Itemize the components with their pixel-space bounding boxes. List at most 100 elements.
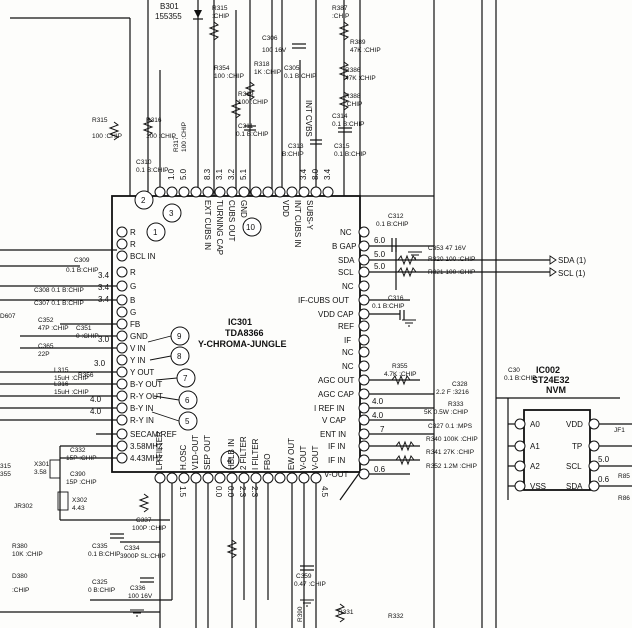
bottom-pin-labels: LP FILTER H.OSC V1D-OUT SEP OUT HBLB IN … <box>155 431 320 470</box>
pin-nc: NC <box>342 362 354 371</box>
component-label: R354 <box>214 65 230 72</box>
component-label: R386 <box>345 67 361 74</box>
pin-v-out: V-OUT <box>311 445 320 470</box>
component-label: R315 <box>92 117 108 124</box>
component-value: 0.1 B:CHIP <box>236 131 269 138</box>
pin-gnd-top: GND <box>239 200 248 218</box>
pin-ref: REF <box>338 322 354 331</box>
pin-agc-out: AGC OUT <box>318 376 355 385</box>
component-label: R321 100 :CHIP <box>428 269 475 276</box>
component-label: C359 <box>296 573 312 580</box>
voltage-label: 4.0 <box>372 397 384 406</box>
component-label: C30 <box>508 367 520 374</box>
pin-vss: VSS <box>530 482 546 491</box>
left-pins: R R BCL IN R G B G FB GND V IN Y IN Y OU… <box>116 226 177 464</box>
component-value: 2.2 F :3216 <box>436 389 469 396</box>
callout-8: 8 <box>177 352 182 361</box>
component-label: C306 <box>262 35 278 42</box>
component-value: 15P :CHIP <box>66 479 97 486</box>
voltage-label: 5.0 <box>598 455 610 464</box>
component-label: C327 0.1 :MPS <box>428 423 473 430</box>
component-label: R86 <box>618 495 630 502</box>
component-value: 100 16V <box>128 593 153 600</box>
component-value: 0.1 B:CHIP <box>284 73 317 80</box>
pin-2-filter: 2 FILTER <box>239 436 248 470</box>
pin-r: R <box>130 228 136 237</box>
component-label: C313 <box>288 143 304 150</box>
component-label: R332 <box>388 613 404 620</box>
component-label: L316 <box>54 381 69 388</box>
callout-10: 10 <box>246 223 255 232</box>
component-value: 3900P SL:CHIP <box>120 553 166 560</box>
component-value: :CHIP <box>212 13 229 20</box>
component-value: 100 :CHIP <box>92 133 122 140</box>
pin-b: B <box>130 296 135 305</box>
voltage-label: 8.0 <box>311 168 320 180</box>
voltage-label: 5.0 <box>374 250 386 259</box>
ic301-ref: IC301 <box>228 317 252 327</box>
pin-r-y-in: R-Y IN <box>130 416 154 425</box>
pin-a2: A2 <box>530 462 540 471</box>
voltage-label: 3.4 <box>98 283 110 292</box>
voltage-label: 4.0 <box>372 411 384 420</box>
component-label: C307 0.1 B:CHIP <box>34 300 84 307</box>
component-value: 1K :CHIP <box>254 69 281 76</box>
component-label: R85 <box>618 473 630 480</box>
component-label: C305 <box>284 65 300 72</box>
component-value: 100P :CHIP <box>132 525 166 532</box>
pin-vdd-cap: VDD CAP <box>318 310 354 319</box>
scl-signal: SCL (1) <box>558 269 586 278</box>
component-label: C328 <box>452 381 468 388</box>
component-label: C390 <box>70 471 86 478</box>
callouts: 1 2 3 4 5 6 7 8 9 10 <box>134 190 262 470</box>
voltage-label: 6.0 <box>374 236 386 245</box>
pin-turning-cap: TURNING CAP <box>215 200 224 255</box>
pin-r: R <box>130 240 136 249</box>
component-label: C353 47 16V <box>428 245 467 252</box>
component-label: R355 <box>392 363 408 370</box>
component-label: R318 <box>254 61 270 68</box>
b301-label: B301 <box>160 2 179 11</box>
component-label: D380 <box>12 573 28 580</box>
ic301-part: TDA8366 <box>225 328 264 338</box>
voltage-label: 5.1 <box>239 168 248 180</box>
pin-nc: NC <box>342 282 354 291</box>
component-label: R341 27K :CHIP <box>426 449 474 456</box>
callout-1: 1 <box>153 228 158 237</box>
component-value: 0.47 :CHIP <box>294 581 326 588</box>
component-value: 0.1 B:CHIP <box>136 167 169 174</box>
pin-ext-cubs-in: EXT CUBS IN <box>203 200 212 250</box>
component-label: L315 <box>54 367 69 374</box>
component-label: JR302 <box>14 503 33 510</box>
component-label: C335 <box>92 543 108 550</box>
ic002-left-pins: A0 A1 A2 VSS <box>514 418 546 492</box>
pin-ew-out: EW OUT <box>287 438 296 470</box>
callout-7: 7 <box>183 374 188 383</box>
component-label: R320 100 :CHIP <box>428 256 475 263</box>
component-label: C308 0.1 B:CHIP <box>34 287 84 294</box>
component-value: :CHIP <box>12 587 29 594</box>
pin-b-gap: B GAP <box>332 242 356 251</box>
component-label: C334 <box>124 545 140 552</box>
pin-scl: SCL <box>566 462 582 471</box>
pin-b-y-out: B-Y OUT <box>130 380 162 389</box>
callout-2: 2 <box>141 196 146 205</box>
component-value: 0.1 B:CHIP <box>376 221 409 228</box>
pin-if-in: IF IN <box>328 442 346 451</box>
voltage-label: 4.0 <box>90 395 102 404</box>
component-label: R390 <box>297 606 304 622</box>
component-label: R389 <box>350 39 366 46</box>
component-label: R317 <box>173 136 180 152</box>
component-value: 0 :CHIP <box>76 333 99 340</box>
component-label: R380 <box>12 543 28 550</box>
voltage-label: 3.0 <box>94 359 106 368</box>
component-label: X301 <box>34 461 50 468</box>
component-label: C312 <box>388 213 404 220</box>
voltage-label: 1.0 <box>167 168 176 180</box>
component-value: 15uH :CHIP <box>54 389 89 396</box>
voltage-label: 3.4 <box>323 168 332 180</box>
component-value: 47P :CHIP <box>38 325 69 332</box>
voltage-label: 3.2 <box>227 168 236 180</box>
component-label: C352 <box>38 317 54 324</box>
pin-hblb-in: HBLB IN <box>227 439 236 470</box>
